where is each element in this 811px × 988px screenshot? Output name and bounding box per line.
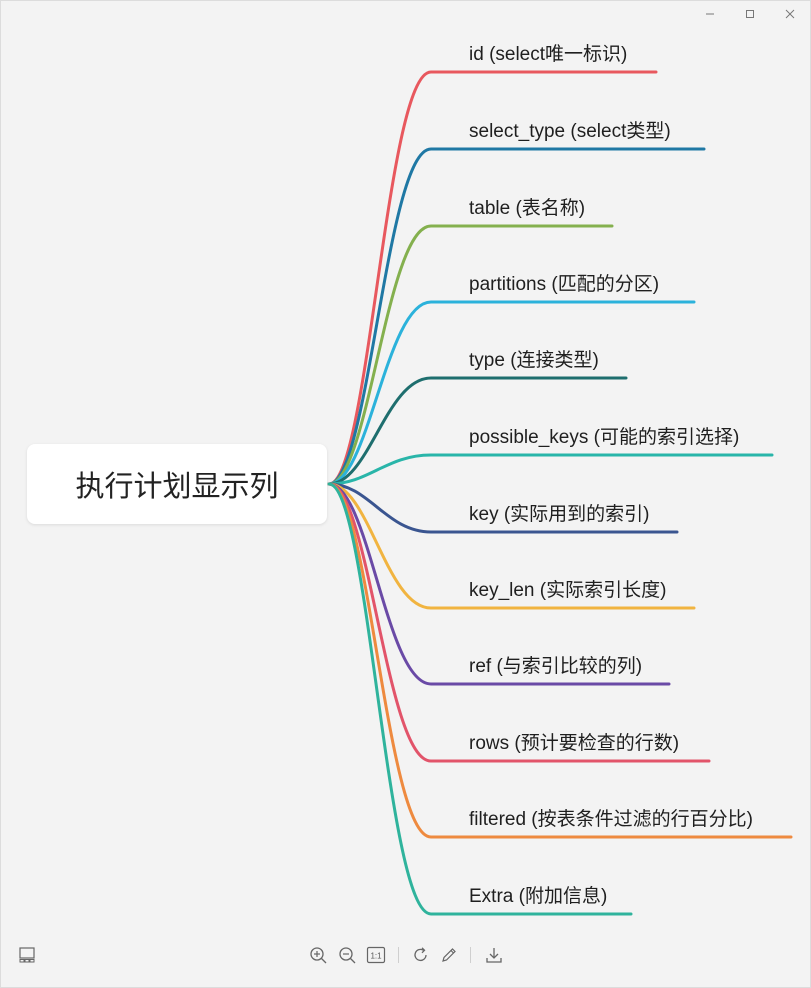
title-bar: [690, 1, 810, 29]
close-icon[interactable]: [770, 1, 810, 27]
edit-icon[interactable]: [437, 943, 461, 967]
branch-connector-ref: [327, 482, 671, 686]
branch-connector-id: [327, 70, 658, 486]
branch-connector-table: [327, 224, 614, 486]
actual-size-icon[interactable]: 1:1: [364, 943, 388, 967]
branch-label-id: id (select唯一标识): [469, 44, 628, 65]
rotate-icon[interactable]: [409, 943, 433, 967]
branch-connector-select-type: [327, 147, 706, 486]
branch-label-possible-keys: possible_keys (可能的索引选择): [469, 427, 740, 448]
toolbar-divider: [470, 947, 471, 963]
branch-label-key-len: key_len (实际索引长度): [469, 580, 667, 601]
minimize-icon[interactable]: [690, 1, 730, 27]
toolbar-divider: [398, 947, 399, 963]
zoom-in-icon[interactable]: [306, 943, 330, 967]
branch-connector-filtered: [327, 482, 793, 839]
branch-label-type: type (连接类型): [469, 350, 599, 371]
branch-label-filtered: filtered (按表条件过滤的行百分比): [469, 809, 753, 830]
branch-connector-type: [327, 376, 628, 486]
branch-connector-key: [327, 482, 679, 534]
maximize-icon[interactable]: [730, 1, 770, 27]
branch-connector-extra: [327, 482, 633, 916]
branch-connector-possible-keys: [327, 453, 774, 486]
root-node-label: 执行计划显示列: [75, 471, 279, 503]
branch-label-rows: rows (预计要检查的行数): [469, 733, 680, 754]
mindmap-canvas: [327, 70, 793, 916]
branch-connector-partitions: [327, 300, 696, 486]
branch-connector-key-len: [327, 482, 696, 610]
viewer-toolbar: 1:1: [1, 939, 810, 973]
branch-label-select-type: select_type (select类型): [469, 121, 671, 142]
branch-connector-rows: [327, 482, 711, 763]
branch-label-ref: ref (与索引比较的列): [469, 656, 643, 677]
branch-label-partitions: partitions (匹配的分区): [469, 274, 660, 295]
zoom-out-icon[interactable]: [335, 943, 359, 967]
download-icon[interactable]: [482, 943, 506, 967]
actual-size-label: 1:1: [370, 952, 382, 961]
thumbnail-icon[interactable]: [15, 943, 39, 967]
branch-label-table: table (表名称): [469, 198, 586, 219]
branch-label-key: key (实际用到的索引): [469, 504, 650, 525]
root-node: 执行计划显示列: [27, 444, 327, 524]
branch-label-extra: Extra (附加信息): [469, 886, 608, 907]
